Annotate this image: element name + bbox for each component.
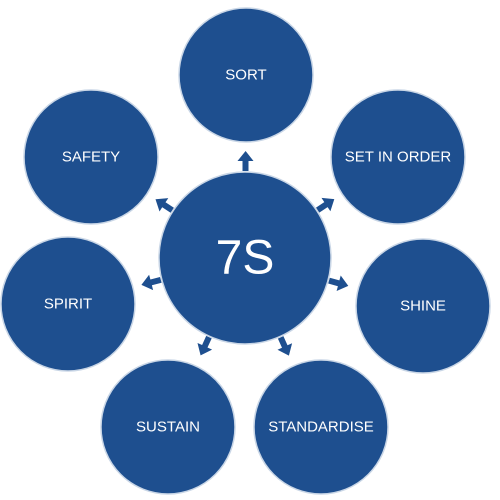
arrows — [141, 151, 349, 356]
node-sustain-circle — [100, 359, 236, 495]
node-set-in-order: SET IN ORDER — [330, 89, 466, 225]
node-sort-circle — [178, 7, 314, 143]
node-set-in-order-label: SET IN ORDER — [345, 149, 452, 166]
node-sort: SORT — [178, 7, 314, 143]
arrow-to-spirit — [141, 274, 162, 291]
node-sustain: SUSTAIN — [100, 359, 236, 495]
node-safety-label: SAFETY — [62, 149, 120, 166]
node-sort-label: SORT — [225, 67, 266, 84]
node-safety-circle — [23, 89, 159, 225]
node-spirit-circle — [0, 236, 136, 372]
node-spirit: SPIRIT — [0, 236, 136, 372]
node-standardise-circle — [253, 359, 389, 495]
arrow-to-sustain — [197, 335, 213, 356]
node-shine-circle — [355, 238, 491, 374]
node-standardise: STANDARDISE — [253, 359, 389, 495]
node-safety: SAFETY — [23, 89, 159, 225]
node-standardise-label: STANDARDISE — [268, 419, 374, 436]
node-sustain-label: SUSTAIN — [136, 419, 200, 436]
center-label: 7S — [216, 232, 275, 285]
arrow-to-safety — [155, 198, 174, 213]
node-shine: SHINE — [355, 238, 491, 374]
arrow-to-sort — [237, 151, 254, 171]
center-circle — [158, 171, 332, 345]
arrow-to-shine — [328, 275, 349, 291]
center-node: 7S — [158, 171, 332, 345]
node-set-in-order-circle — [330, 89, 466, 225]
node-shine-label: SHINE — [400, 298, 446, 315]
arrow-to-set-in-order — [316, 197, 335, 213]
arrow-to-standardise — [277, 336, 293, 356]
node-spirit-label: SPIRIT — [44, 296, 92, 313]
